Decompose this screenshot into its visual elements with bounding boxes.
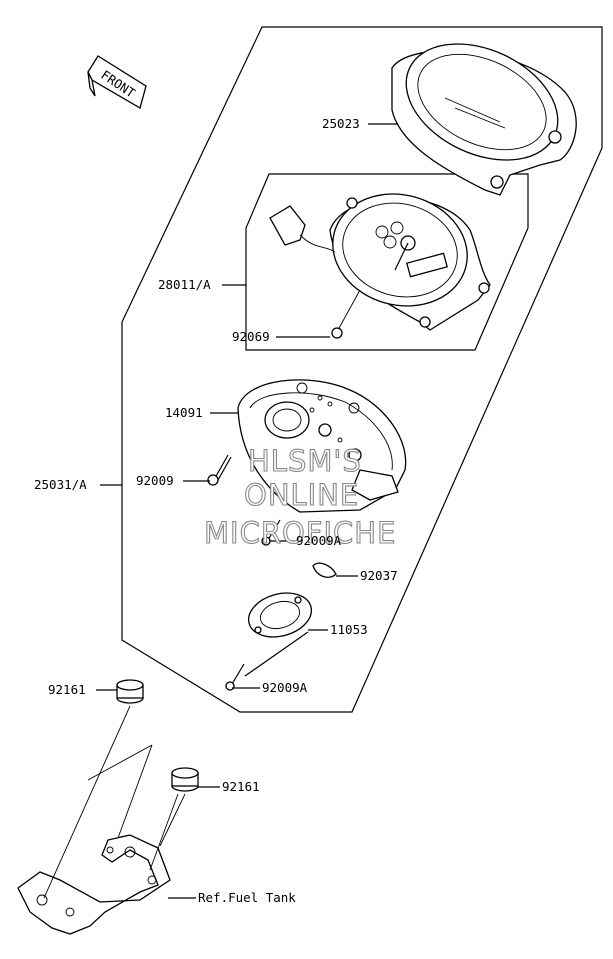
- subassembly-outline: [245, 173, 529, 351]
- watermark: HLSM'S ONLINE MICROFICHE: [203, 443, 396, 550]
- damper-92161-right: [171, 767, 199, 792]
- part-label-92069: 92069: [232, 329, 270, 344]
- leader-lines: [43, 123, 398, 899]
- clip-92037: [312, 562, 337, 578]
- ref-fuel-tank-label: Ref.Fuel Tank: [198, 890, 296, 905]
- meter-cover-25023: [391, 43, 577, 196]
- part-label-11053: 11053: [330, 622, 368, 637]
- part-label-28011A: 28011/A: [158, 277, 211, 292]
- part-label-92161-left: 92161: [48, 682, 86, 697]
- part-label-92009A-lower: 92009A: [262, 680, 308, 695]
- damper-92161-left: [116, 679, 144, 704]
- meter-case-14091: [237, 379, 407, 513]
- screw-92009: [207, 454, 232, 486]
- mounting-bracket: [17, 834, 171, 935]
- meter-unit-28011A: [269, 193, 491, 339]
- front-arrow-icon: FRONT: [87, 55, 147, 109]
- part-label-25023: 25023: [322, 116, 360, 131]
- part-label-25031A: 25031/A: [34, 477, 87, 492]
- screw-92009A-upper: [261, 519, 281, 546]
- screw-92009A-lower: [225, 663, 245, 691]
- part-label-92009A-upper: 92009A: [296, 533, 342, 548]
- watermark-line-2: ONLINE: [244, 478, 359, 512]
- part-label-92009: 92009: [136, 473, 174, 488]
- bracket-11053: [247, 592, 313, 638]
- part-label-92161-right: 92161: [222, 779, 260, 794]
- part-label-14091: 14091: [165, 405, 203, 420]
- watermark-line-1: HLSM'S: [248, 444, 362, 478]
- assembly-outline: [121, 26, 603, 713]
- watermark-line-3: MICROFICHE: [204, 516, 396, 550]
- part-label-92037: 92037: [360, 568, 398, 583]
